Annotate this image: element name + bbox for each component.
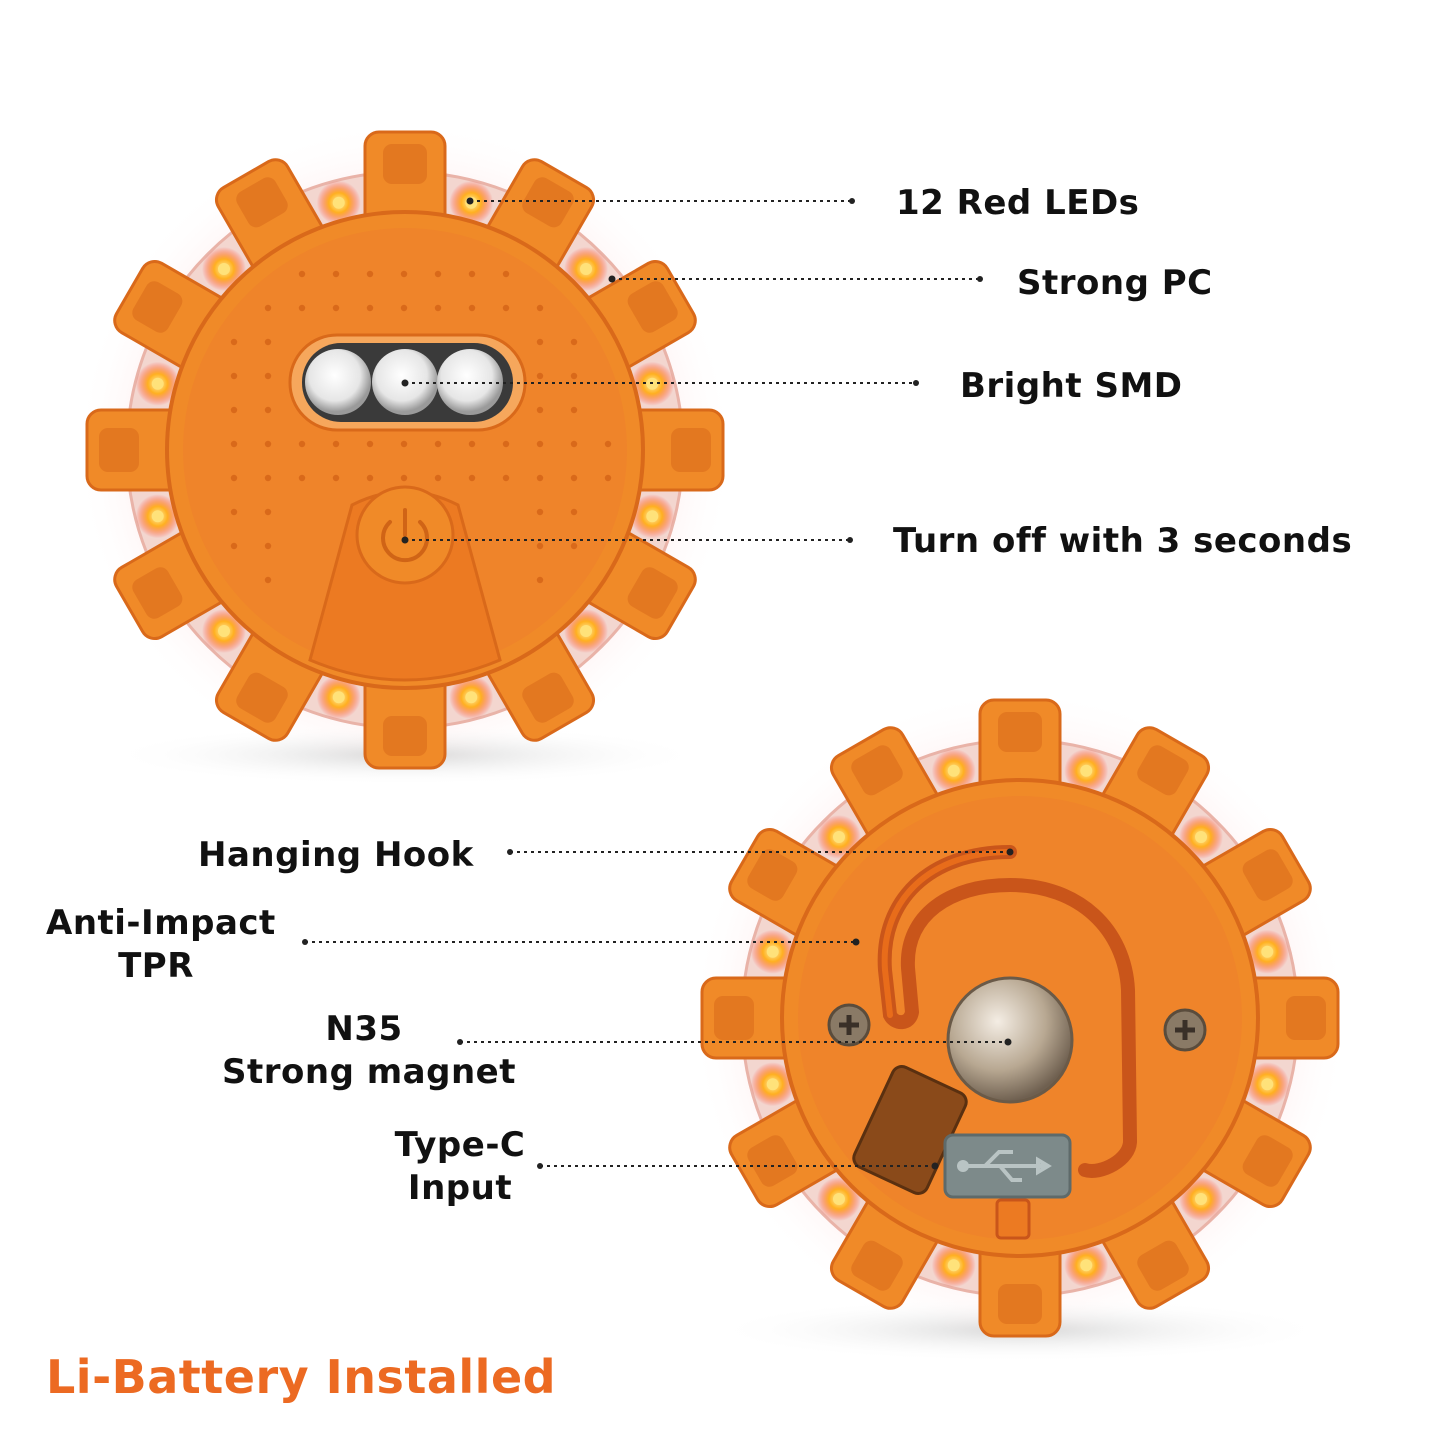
battery-note: Li-Battery Installed — [46, 1350, 557, 1404]
leader-lines — [305, 200, 1010, 1167]
label-magnet: N35 Strong magnet — [222, 1008, 516, 1093]
power-icon[interactable] — [381, 508, 429, 563]
label-typec-line1: Type-C — [394, 1125, 526, 1165]
led-icon — [305, 349, 371, 415]
label-red-leds: 12 Red LEDs — [896, 183, 1140, 223]
red-led-ring — [135, 180, 675, 720]
red-led-ring — [750, 748, 1290, 1288]
label-anti-impact: Anti-Impact TPR — [46, 902, 276, 987]
label-magnet-line1: N35 — [325, 1009, 403, 1049]
label-typec: Type-C Input — [390, 1124, 530, 1209]
usb-icon[interactable] — [943, 1133, 1072, 1199]
screw-icon — [827, 1003, 871, 1047]
label-hanging-hook: Hanging Hook — [198, 835, 474, 875]
label-strong-pc: Strong PC — [1017, 263, 1213, 303]
label-magnet-line2: Strong magnet — [222, 1051, 516, 1092]
flare-back — [690, 688, 1350, 1362]
label-anti-impact-line2: TPR — [118, 945, 194, 986]
flare-front — [75, 120, 735, 785]
dot-texture — [230, 270, 612, 584]
leader-dots — [302, 197, 1014, 1170]
label-bright-smd: Bright SMD — [960, 366, 1183, 406]
screw-icon — [1163, 1008, 1207, 1052]
label-turn-off: Turn off with 3 seconds — [893, 521, 1353, 561]
label-typec-line2: Input — [407, 1167, 513, 1208]
label-anti-impact-line1: Anti-Impact — [46, 903, 276, 943]
